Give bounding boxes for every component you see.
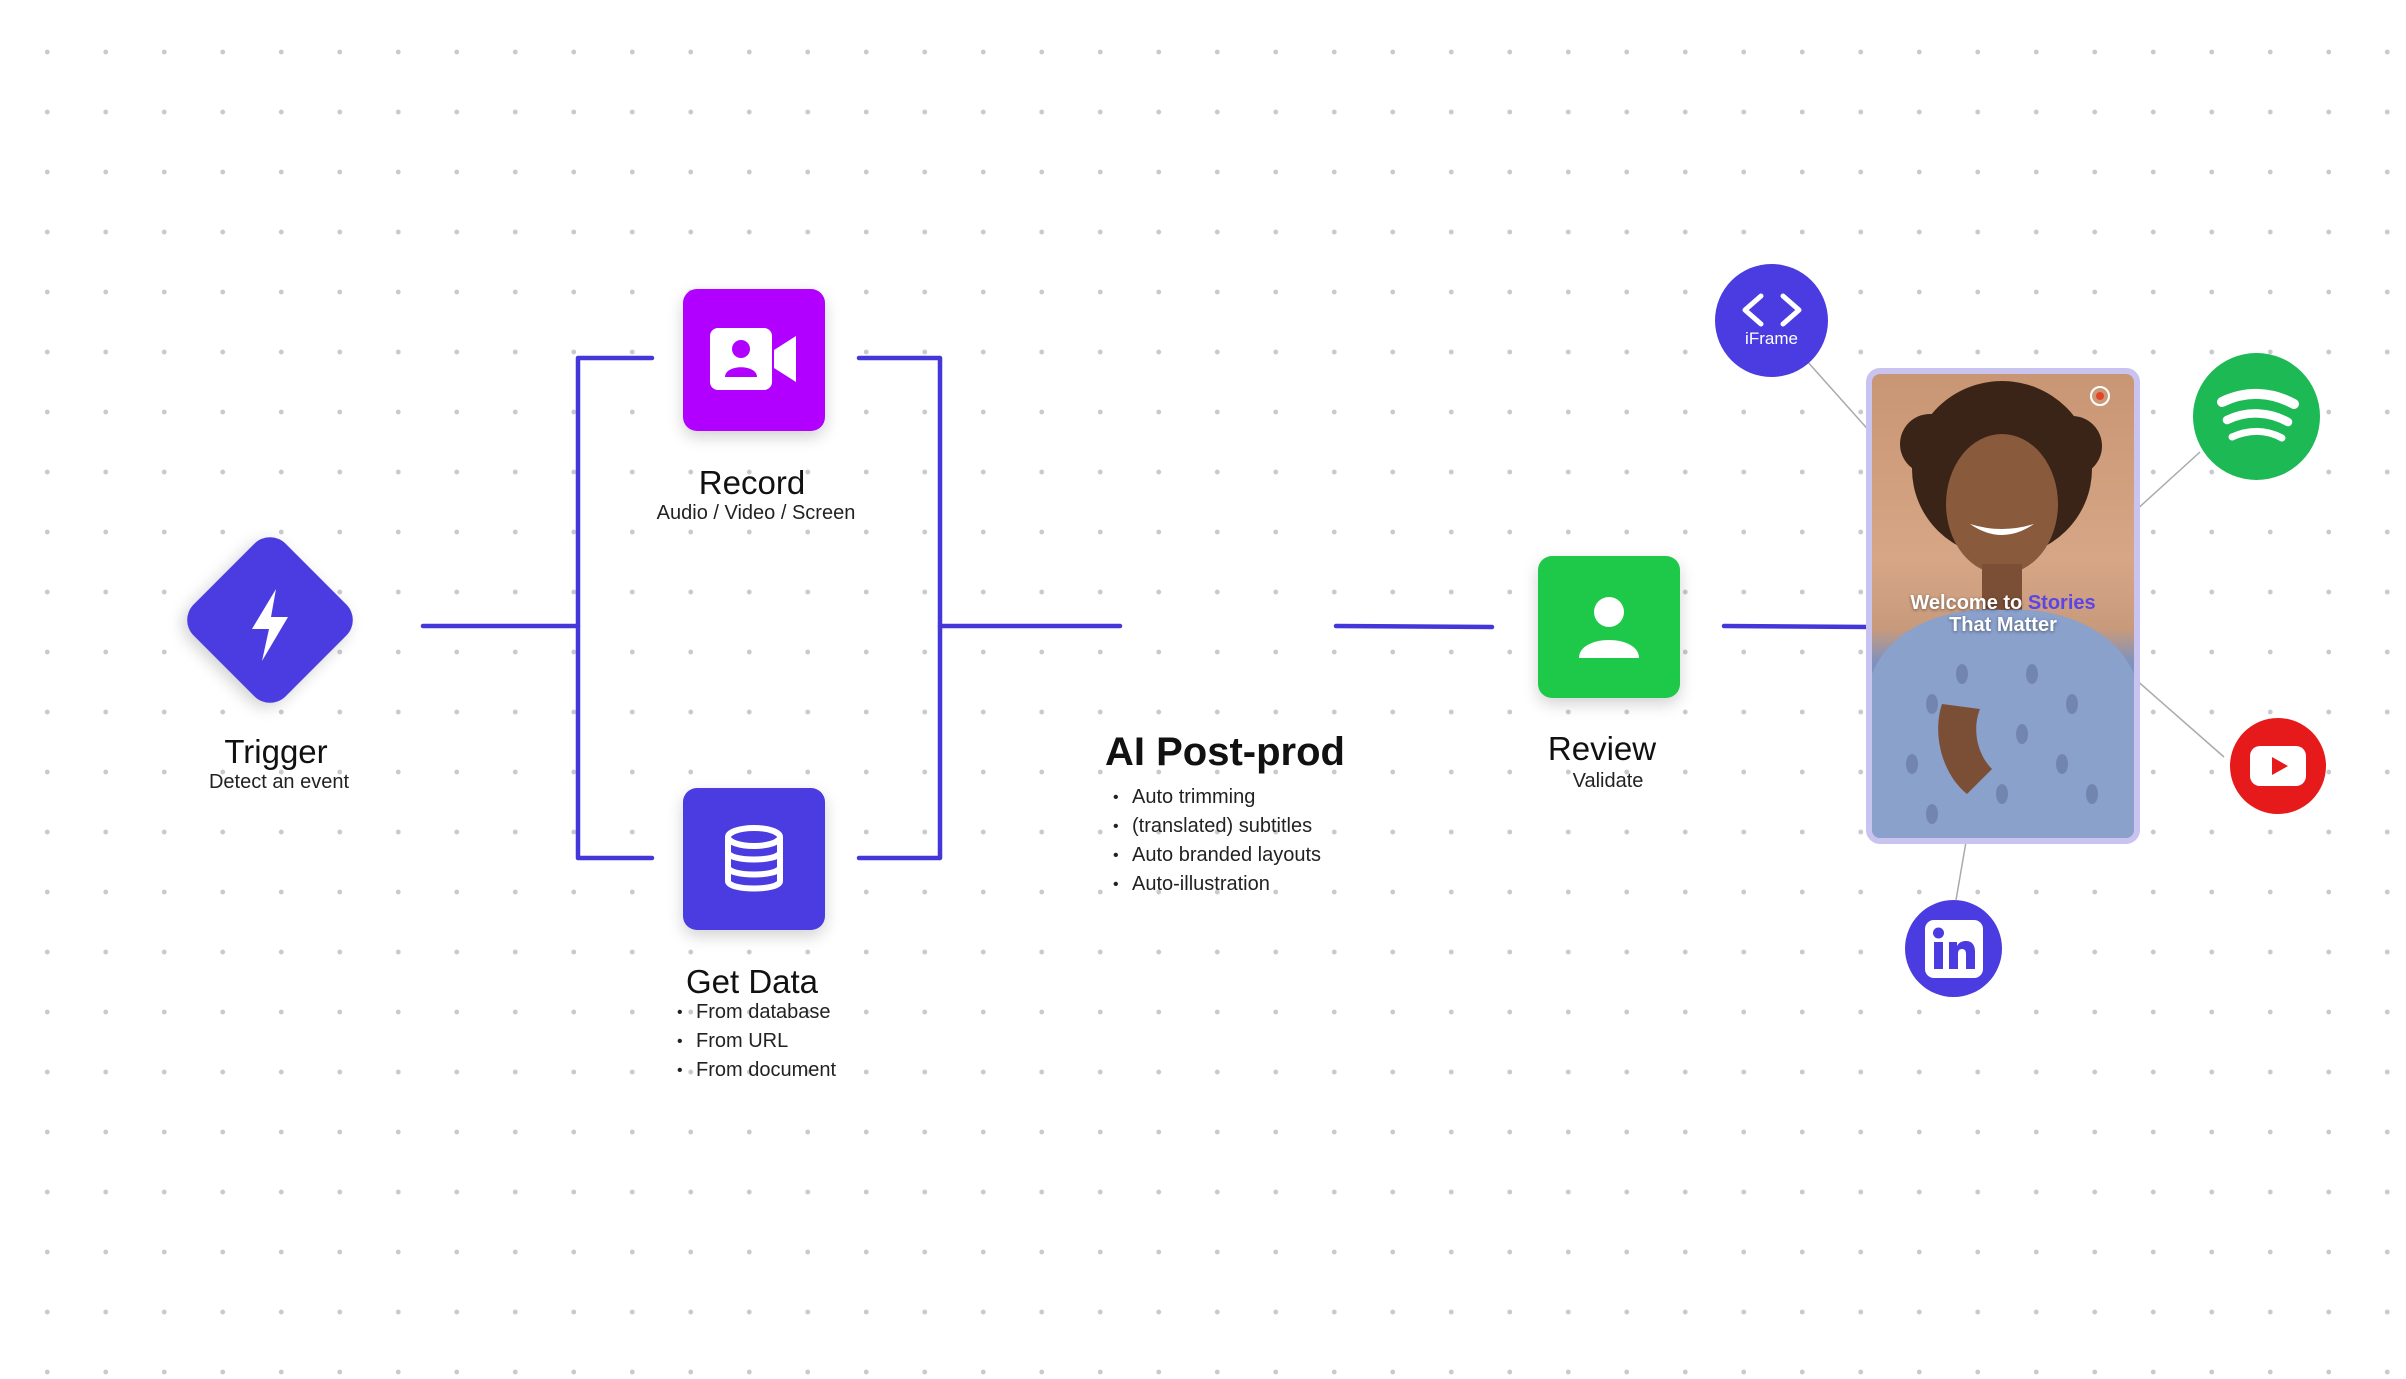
merge-bracket-right bbox=[856, 355, 943, 861]
trigger-subtitle: Detect an event bbox=[208, 771, 350, 793]
spotify-link bbox=[2133, 451, 2201, 513]
video-caption: Welcome to Stories That Matter bbox=[1872, 592, 2134, 636]
ai-postprod-item: (translated) subtitles bbox=[1113, 812, 1321, 841]
code-brackets-icon bbox=[1742, 293, 1801, 326]
caption-text: Welcome to bbox=[1910, 592, 2028, 614]
record-title: Record bbox=[698, 464, 806, 501]
review-subtitle: Validate bbox=[1572, 770, 1644, 792]
get-data-item: From URL bbox=[677, 1027, 836, 1056]
ai-review-connector bbox=[1333, 623, 1495, 630]
get-data-node[interactable] bbox=[683, 788, 825, 930]
trigger-title: Trigger bbox=[224, 733, 328, 770]
record-node[interactable] bbox=[683, 289, 825, 431]
record-subtitle: Audio / Video / Screen bbox=[656, 502, 856, 524]
get-data-list: From database From URL From document bbox=[677, 998, 836, 1085]
lightning-bolt-icon bbox=[252, 589, 288, 661]
portrait-illustration bbox=[1872, 381, 2134, 838]
video-preview-card[interactable]: Welcome to Stories That Matter bbox=[1866, 368, 2140, 844]
split-bracket-left bbox=[575, 355, 655, 861]
review-title: Review bbox=[1547, 730, 1657, 767]
ai-postprod-list: Auto trimming (translated) subtitles Aut… bbox=[1113, 783, 1321, 899]
linkedin-channel-button[interactable] bbox=[1905, 900, 2002, 997]
youtube-channel-button[interactable] bbox=[2230, 718, 2326, 814]
youtube-link bbox=[2133, 677, 2225, 758]
linkedin-icon bbox=[1924, 919, 1983, 978]
ai-postprod-title: AI Post-prod bbox=[1105, 730, 1345, 774]
user-icon bbox=[1579, 597, 1639, 658]
youtube-icon bbox=[2250, 746, 2306, 786]
spotify-icon bbox=[2216, 388, 2299, 441]
get-data-item: From database bbox=[677, 998, 836, 1027]
get-data-title: Get Data bbox=[685, 963, 819, 1000]
review-output-connector bbox=[1721, 623, 1873, 630]
iframe-label: iFrame bbox=[1745, 328, 1798, 348]
caption-highlight: Stories bbox=[2027, 592, 2096, 614]
iframe-channel-button[interactable]: iFrame bbox=[1715, 264, 1828, 377]
database-icon bbox=[725, 825, 783, 892]
review-node[interactable] bbox=[1538, 556, 1680, 698]
caption-text: That Matter bbox=[1949, 614, 2057, 636]
ai-postprod-item: Auto-illustration bbox=[1113, 870, 1321, 899]
ai-postprod-item: Auto trimming bbox=[1113, 783, 1321, 812]
spotify-channel-button[interactable] bbox=[2193, 353, 2320, 480]
ai-postprod-item: Auto branded layouts bbox=[1113, 841, 1321, 870]
iframe-link bbox=[1805, 359, 1873, 435]
get-data-item: From document bbox=[677, 1056, 836, 1085]
linkedin-link bbox=[1955, 841, 1967, 901]
video-camera-user-icon bbox=[710, 328, 796, 390]
